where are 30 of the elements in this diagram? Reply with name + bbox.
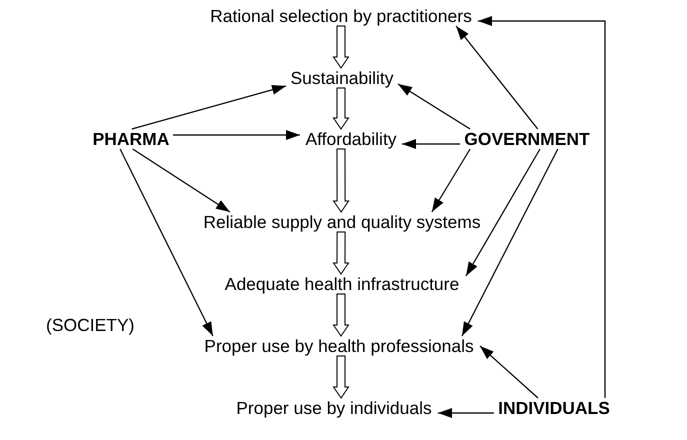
actor-label: GOVERNMENT [460, 129, 594, 149]
arrow [456, 26, 538, 130]
arrow [480, 346, 538, 398]
stage-text: Rational selection by practitioners [204, 6, 478, 26]
stage-text: Proper use by individuals [230, 398, 438, 418]
block-arrow [332, 294, 350, 337]
actor-label: INDIVIDUALS [494, 398, 614, 418]
block-arrow [332, 148, 350, 213]
group-label: (SOCIETY) [46, 315, 134, 335]
block-arrow [332, 26, 350, 69]
stage-text: Affordability [300, 129, 402, 149]
block-arrow [332, 356, 350, 399]
arrow [402, 139, 460, 149]
stage-text: Proper use by health professionals [198, 336, 480, 356]
stage-text: Adequate health infrastructure [218, 274, 466, 294]
stage-text: Sustainability [286, 68, 398, 88]
arrow [465, 148, 541, 276]
arrow [438, 408, 494, 418]
arrow [173, 130, 300, 140]
arrow [398, 84, 470, 130]
stage-text: Reliable supply and quality systems [196, 212, 488, 232]
arrow [478, 16, 606, 398]
arrow [461, 148, 558, 336]
actor-label: PHARMA [89, 129, 173, 149]
arrow [120, 148, 214, 336]
block-arrow [332, 232, 350, 275]
arrow [431, 148, 471, 212]
arrow [132, 148, 230, 212]
arrow [132, 84, 286, 130]
block-arrow [332, 88, 350, 130]
